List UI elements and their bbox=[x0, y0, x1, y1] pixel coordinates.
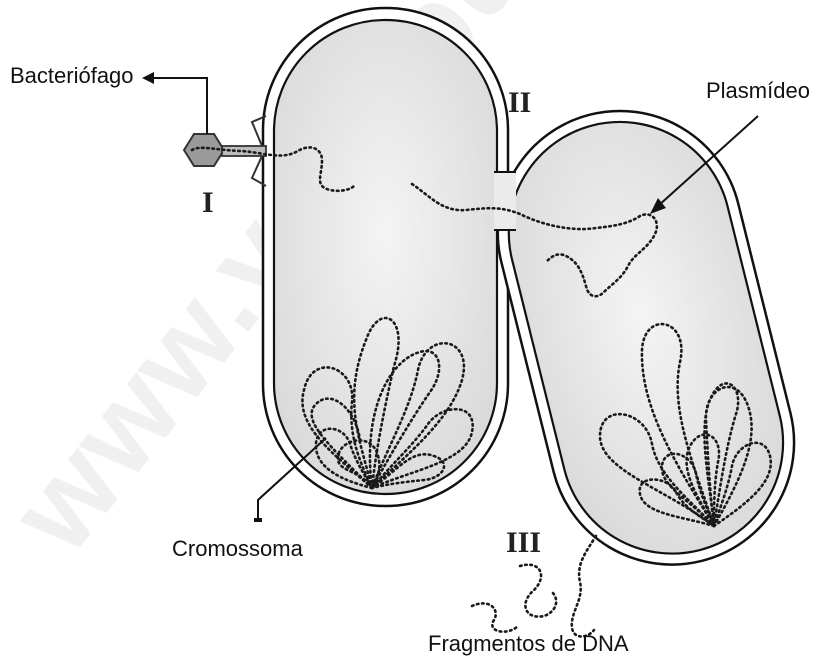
plasmid-label: Plasmídeo bbox=[706, 78, 810, 103]
dna-fragments-label: Fragmentos de DNA bbox=[428, 631, 629, 656]
marker-i: I bbox=[202, 186, 214, 219]
bacteriophage-callout: Bacteriófago bbox=[10, 63, 207, 134]
right-cell-membrane bbox=[485, 98, 806, 577]
marker-ii: II bbox=[508, 86, 531, 119]
marker-iii: III bbox=[506, 526, 541, 559]
bacteriophage-label: Bacteriófago bbox=[10, 63, 134, 88]
right-bacterium bbox=[472, 85, 819, 590]
conjugation-bridge bbox=[494, 172, 516, 230]
chromosome-label: Cromossoma bbox=[172, 536, 304, 561]
left-cell-membrane bbox=[274, 20, 497, 494]
bacteriophage-icon bbox=[184, 116, 266, 186]
